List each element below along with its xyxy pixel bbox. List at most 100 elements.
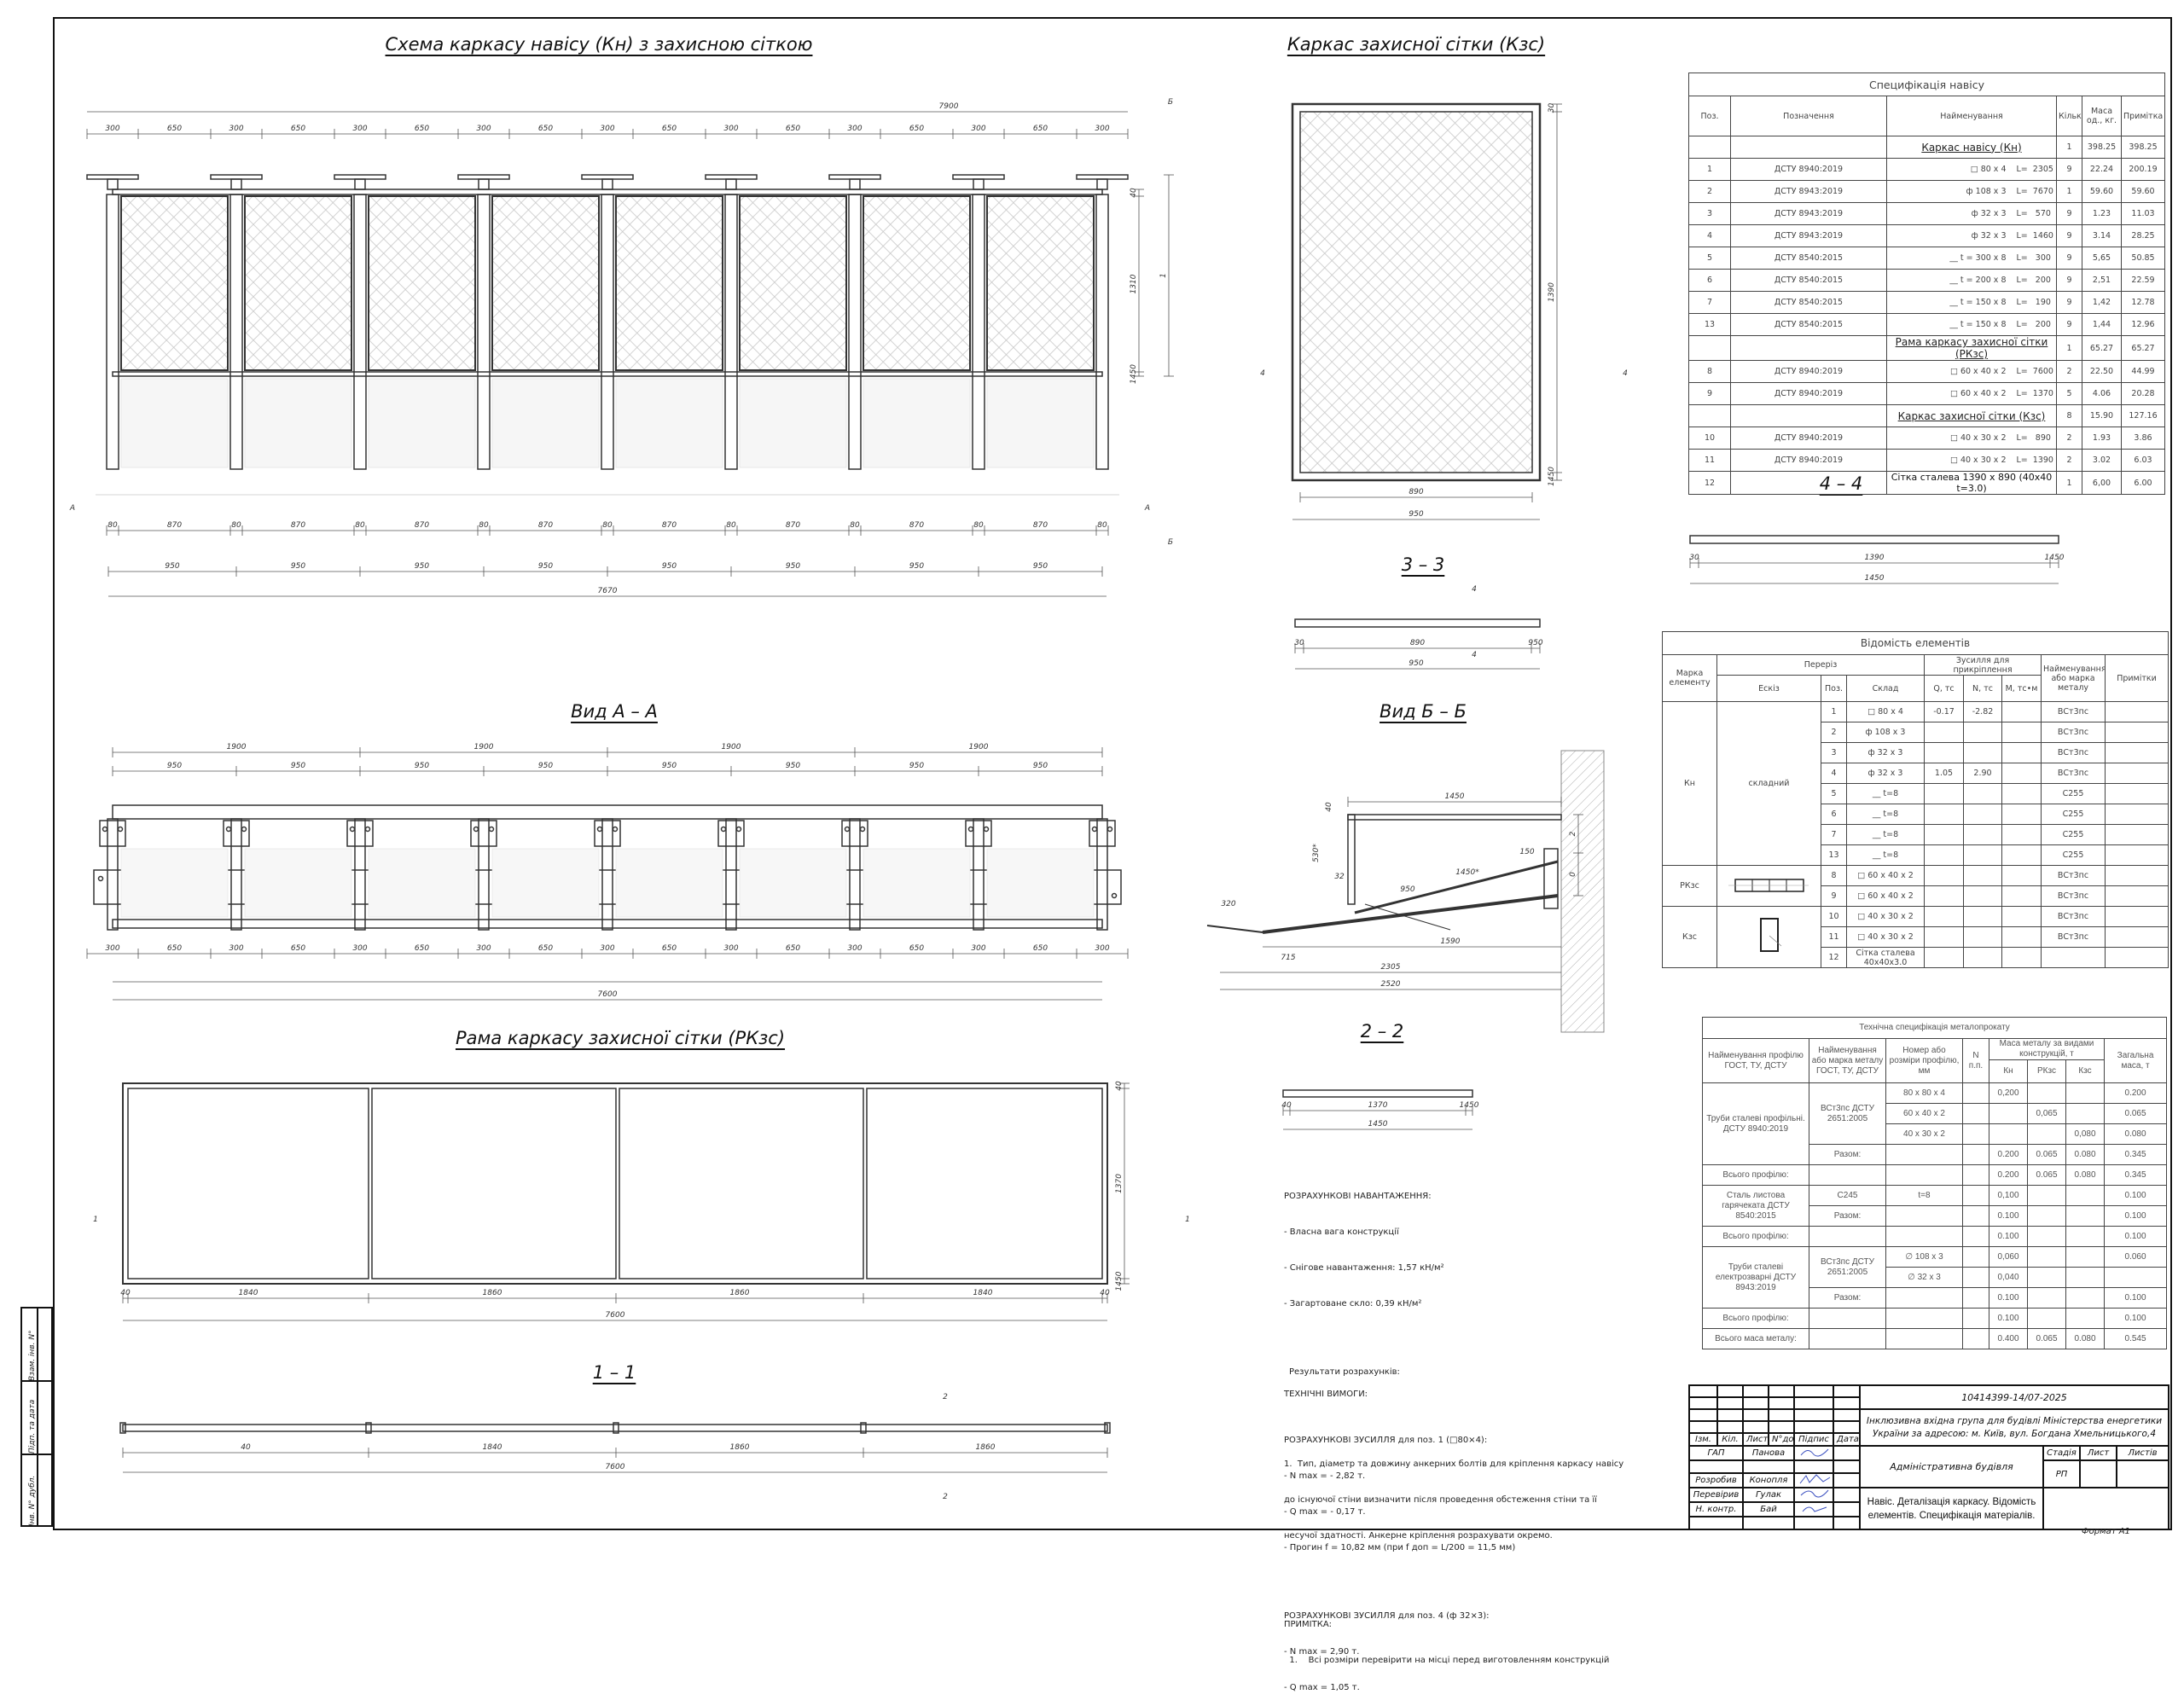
- tech-sum-label: Разом:: [1809, 1287, 1886, 1309]
- spec-qty: 9: [2056, 247, 2082, 270]
- rkzs-dim: 1860: [483, 1289, 502, 1297]
- spec-pos: 4: [1688, 224, 1731, 247]
- scheme-dim-label: 950: [662, 562, 677, 571]
- bolt-icon: [1111, 892, 1118, 899]
- aa-post: [478, 818, 490, 931]
- spec-note: 398.25: [2120, 136, 2166, 159]
- kzs-sketch-icon: [1759, 918, 1781, 952]
- bb-dim: 715: [1281, 954, 1295, 962]
- vid-composition: __ t=8: [1846, 804, 1925, 825]
- spec-length: L= 1370: [2014, 382, 2057, 405]
- aa-post: [230, 818, 242, 931]
- vid-metal: С255: [2041, 824, 2106, 845]
- aa-dim: 950: [415, 762, 429, 770]
- vid-q: [1924, 865, 1964, 886]
- scheme-dim-label: 870: [167, 521, 182, 530]
- tech-n: [1962, 1287, 1989, 1309]
- spec-mass: 4.06: [2082, 382, 2122, 405]
- tech-total: 0.345: [2103, 1144, 2168, 1165]
- aa-post: [973, 818, 985, 931]
- vid-m: [2001, 804, 2042, 825]
- tech-n: [1962, 1308, 1989, 1329]
- vid-m: [2001, 763, 2042, 784]
- mesh-panel: [615, 195, 723, 371]
- bb-dim: 1450*: [1455, 868, 1479, 877]
- spec-h-note: Примітка: [2120, 96, 2166, 136]
- vid-note: [2104, 763, 2169, 784]
- spec-mass: 15.90: [2082, 404, 2122, 427]
- spec-qty: 9: [2056, 313, 2082, 336]
- cap-stub: [725, 178, 737, 190]
- load-line: - Власна вага конструкції: [1284, 1227, 1399, 1237]
- rkzs-right-dim: 1370: [1115, 1174, 1124, 1193]
- scheme-dim-label: 300: [352, 125, 367, 133]
- aa-dim: 950: [909, 762, 924, 770]
- spec-pos: 8: [1688, 360, 1731, 383]
- tech-n: [1962, 1103, 1989, 1124]
- scheme-dim-label: 870: [786, 521, 800, 530]
- rkzs-title: Рама каркасу захисної сітки (РКзс): [455, 1028, 786, 1048]
- spec-pos: 6: [1688, 269, 1731, 292]
- section-33-dim: 950: [1409, 659, 1423, 668]
- tech-total: 0.200: [2103, 1082, 2168, 1104]
- scheme-dim-label: 300: [971, 125, 985, 133]
- spec-designation: ДСТУ 8940:2019: [1730, 449, 1887, 472]
- spec-note: 22.59: [2120, 269, 2166, 292]
- col-kil: Кіл.: [1716, 1432, 1744, 1447]
- spec-mass: 1,42: [2082, 291, 2122, 314]
- vid-pos: 11: [1821, 926, 1847, 948]
- spec-qty: 9: [2056, 291, 2082, 314]
- tech-kn: 0.200: [1989, 1164, 2028, 1186]
- bolt-icon: [473, 826, 479, 833]
- tech-h-metal: Найменування або марка металу ГОСТ, ТУ, …: [1809, 1038, 1886, 1083]
- results-title: Результати розрахунків:: [1289, 1367, 1400, 1377]
- vid-metal: ВСт3пс: [2041, 885, 2106, 907]
- vid-n: [1963, 865, 2002, 886]
- spec-h-pos: Поз.: [1688, 96, 1731, 136]
- section-11-dim: 1840: [483, 1443, 502, 1452]
- spec-designation: [1730, 404, 1887, 427]
- section-22-title: 2 – 2: [1360, 1021, 1404, 1042]
- tech-size: t=8: [1885, 1185, 1963, 1206]
- load-line: - Снігове навантаження: 1,57 кН/м²: [1284, 1263, 1444, 1273]
- vid-q: [1924, 783, 1964, 804]
- vid-pos: 13: [1821, 844, 1847, 866]
- spec-note: 59.60: [2120, 180, 2166, 203]
- vid-metal: [2041, 947, 2106, 968]
- bb-brace: [1354, 860, 1559, 914]
- tech-metal: ВСт3пс ДСТУ 2651:2005: [1809, 1246, 1886, 1288]
- bb-dim: 2: [1569, 831, 1577, 836]
- signature: [1793, 1487, 1834, 1503]
- scheme-dim-label: 950: [291, 562, 305, 571]
- rkzs-outer-frame: [122, 1082, 1108, 1285]
- role-gap: ГАП: [1688, 1445, 1744, 1461]
- tech-kzs: 0.080: [2065, 1144, 2105, 1165]
- spec-note: 20.28: [2120, 382, 2166, 405]
- mesh-panel: [986, 195, 1095, 371]
- aa-dim: 1900: [722, 743, 741, 751]
- cap-stub: [973, 178, 985, 190]
- tech-kzs: [2065, 1185, 2105, 1206]
- glass-panel: [615, 378, 723, 468]
- tech-title: Технічна специфікація металопрокату: [1701, 1017, 2168, 1039]
- vid-m: [2001, 722, 2042, 743]
- tech-n: [1962, 1082, 1989, 1104]
- vid-composition: __ t=8: [1846, 844, 1925, 866]
- rkzs-right-dim: 1450: [1115, 1271, 1124, 1291]
- tech-kzs: [2065, 1226, 2105, 1247]
- aa-plate-top: [99, 820, 126, 847]
- section-11-title: 1 – 1: [592, 1362, 636, 1383]
- spec-name: __ t = 150 x 8: [1886, 291, 2015, 314]
- tech-total-profile-label: Всього профілю:: [1702, 1308, 1809, 1329]
- spec-note: 127.16: [2120, 404, 2166, 427]
- scheme-title: Схема каркасу навісу (Кн) з захисною сіт…: [385, 34, 813, 55]
- spec-mass: 398.25: [2082, 136, 2122, 159]
- spec-length: L= 570: [2014, 202, 2057, 225]
- vid-h-note: Примітки: [2104, 654, 2169, 702]
- scheme-dim-label: 300: [723, 125, 738, 133]
- aa-dim: 1900: [474, 743, 494, 751]
